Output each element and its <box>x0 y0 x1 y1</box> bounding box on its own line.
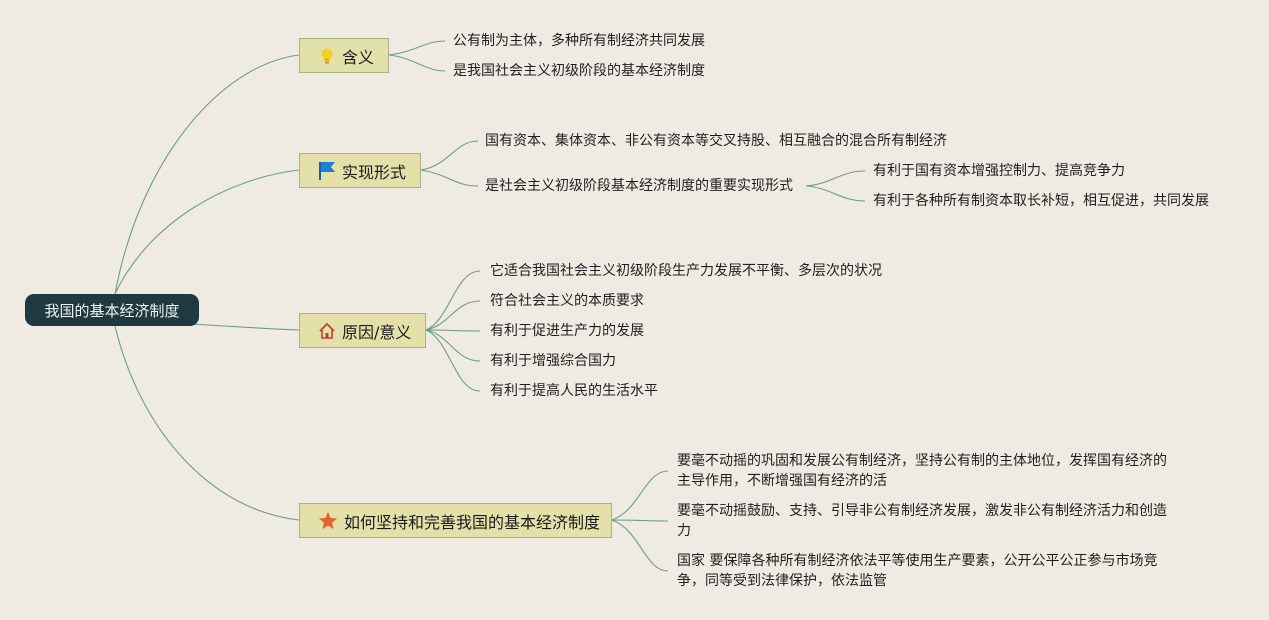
link-form-sub-2 <box>805 185 866 202</box>
leaf-reason-1: 它适合我国社会主义初级阶段生产力发展不平衡、多层次的状况 <box>490 263 882 279</box>
link-root-how <box>114 325 300 521</box>
link-how-2 <box>611 519 669 522</box>
link-reason-2 <box>425 300 481 331</box>
branch-reason[interactable]: 原因/意义 <box>299 313 426 348</box>
leaf-reason-4: 有利于增强综合国力 <box>490 353 616 369</box>
leaf-form-2: 是社会主义初级阶段基本经济制度的重要实现形式 <box>485 178 793 194</box>
leaf-reason-2: 符合社会主义的本质要求 <box>490 293 644 309</box>
branch-meaning[interactable]: 含义 <box>299 38 389 73</box>
flag-icon <box>318 161 336 181</box>
link-reason-5 <box>425 329 481 392</box>
link-form-sub-1 <box>805 170 866 187</box>
link-reason-3 <box>425 329 481 332</box>
leaf-reason-5: 有利于提高人民的生活水平 <box>490 383 658 399</box>
branch-how[interactable]: 如何坚持和完善我国的基本经济制度 <box>299 503 612 538</box>
leaf-form-1: 国有资本、集体资本、非公有资本等交叉持股、相互融合的混合所有制经济 <box>485 133 947 149</box>
leaf-reason-3: 有利于促进生产力的发展 <box>490 323 644 339</box>
leaf-meaning-1: 公有制为主体，多种所有制经济共同发展 <box>453 33 705 49</box>
leaf-form-sub-1: 有利于国有资本增强控制力、提高竞争力 <box>873 163 1125 179</box>
link-root-reason <box>189 323 300 331</box>
link-meaning-2 <box>388 54 446 72</box>
lightbulb-icon <box>318 47 336 65</box>
branch-form[interactable]: 实现形式 <box>299 153 421 188</box>
link-form-2 <box>420 169 479 187</box>
link-how-3 <box>611 519 669 572</box>
link-root-meaning <box>114 54 300 295</box>
link-meaning-1 <box>388 40 446 56</box>
star-icon <box>318 511 338 531</box>
branch-meaning-label: 含义 <box>342 47 375 67</box>
root-node[interactable]: 我国的基本经济制度 <box>25 294 199 326</box>
leaf-how-3: 国家 要保障各种所有制经济依法平等使用生产要素，公开公平公正参与市场竞争，同等受… <box>677 553 1158 589</box>
branch-form-label: 实现形式 <box>342 162 407 182</box>
leaf-how-1: 要毫不动摇的巩固和发展公有制经济，坚持公有制的主体地位，发挥国有经济的主导作用，… <box>677 453 1167 489</box>
leaf-form-sub-2: 有利于各种所有制资本取长补短，相互促进，共同发展 <box>873 193 1209 209</box>
link-form-1 <box>420 140 479 171</box>
link-how-1 <box>611 470 669 521</box>
leaf-meaning-2: 是我国社会主义初级阶段的基本经济制度 <box>453 63 705 79</box>
home-icon <box>318 322 336 340</box>
link-root-form <box>114 169 300 295</box>
leaf-how-2: 要毫不动摇鼓励、支持、引导非公有制经济发展，激发非公有制经济活力和创造力 <box>677 503 1167 539</box>
link-reason-1 <box>425 270 481 331</box>
link-reason-4 <box>425 329 481 362</box>
branch-reason-label: 原因/意义 <box>342 322 412 342</box>
branch-how-label: 如何坚持和完善我国的基本经济制度 <box>344 512 601 532</box>
